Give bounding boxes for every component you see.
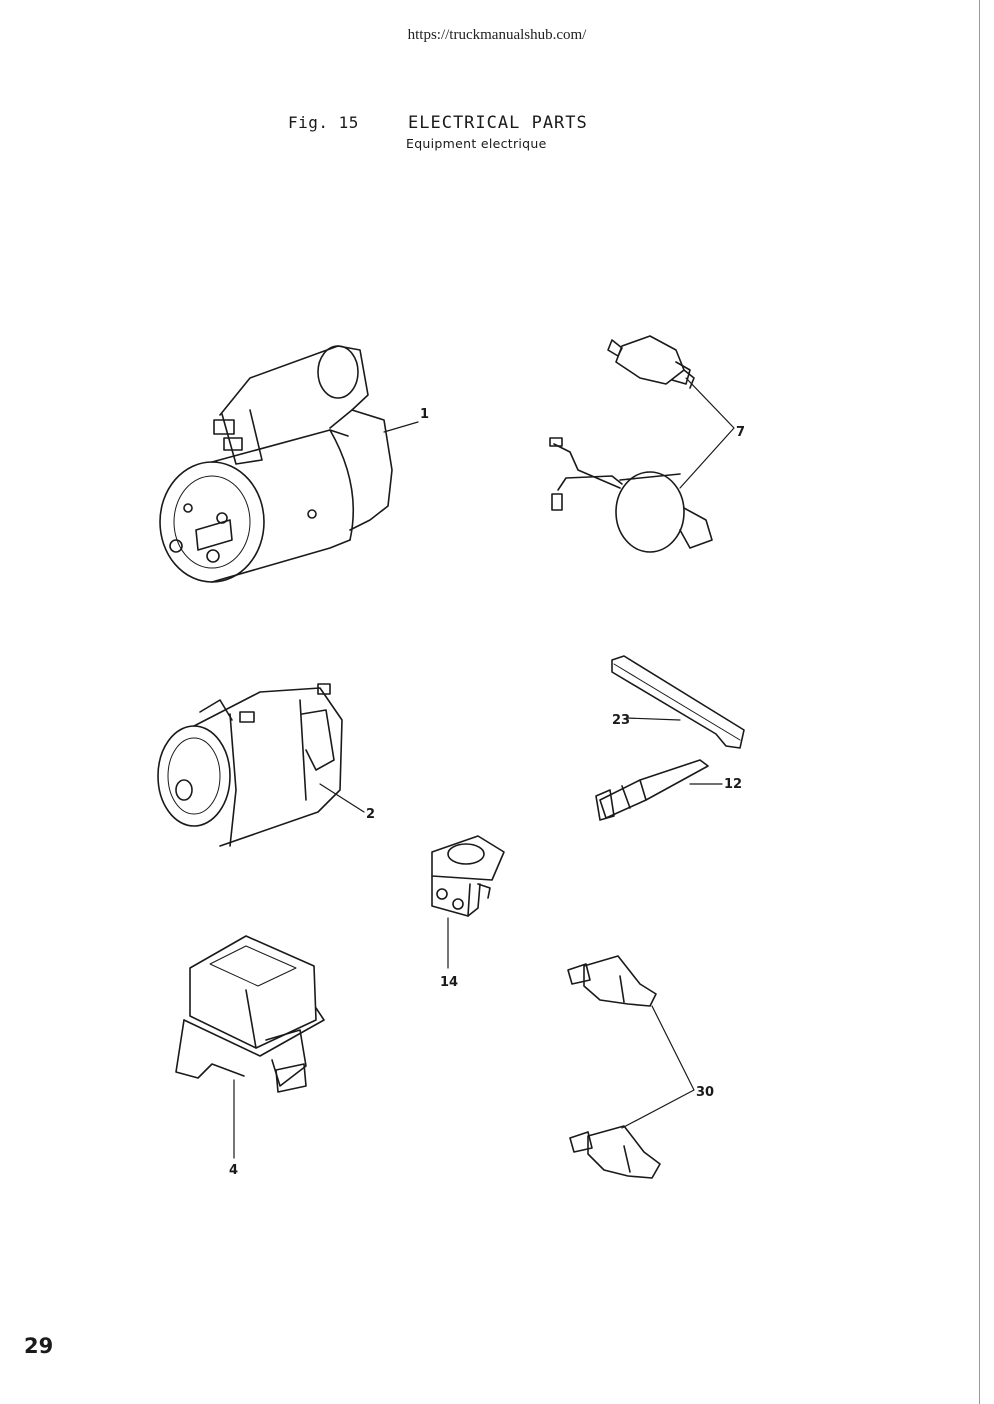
temperature-sender-drawing (549, 437, 713, 553)
callout-30: 30 (696, 1085, 714, 1100)
callout-1: 1 (420, 407, 429, 422)
callout-23-leader (625, 717, 681, 721)
callout-7: 7 (736, 425, 745, 440)
callout-30-leader (621, 1005, 695, 1129)
page-number: 29 (24, 1334, 54, 1358)
figure-subtitle: Equipment electrique (406, 136, 547, 151)
callout-14: 14 (440, 975, 458, 990)
source-url[interactable]: https://truckmanualshub.com/ (407, 27, 587, 43)
pressure-switch-drawing (607, 335, 695, 389)
alternator-drawing (157, 683, 365, 847)
switch-lower-drawing (569, 1125, 661, 1179)
bracket-plate-drawing (611, 655, 745, 749)
heater-plug-drawing (595, 759, 709, 821)
switch-upper-drawing (567, 955, 657, 1007)
mount-bracket-drawing (431, 835, 505, 917)
starter-motor-drawing (159, 345, 419, 583)
figure-number: Fig. 15 (288, 113, 359, 132)
callout-2: 2 (366, 807, 375, 822)
figure-title: ELECTRICAL PARTS (408, 113, 588, 133)
page-edge-line (979, 0, 980, 1404)
voltage-regulator-drawing (175, 935, 325, 1093)
callout-23: 23 (612, 713, 630, 728)
callout-4: 4 (229, 1163, 238, 1178)
callout-7-leader (679, 377, 735, 489)
callout-12: 12 (724, 777, 742, 792)
